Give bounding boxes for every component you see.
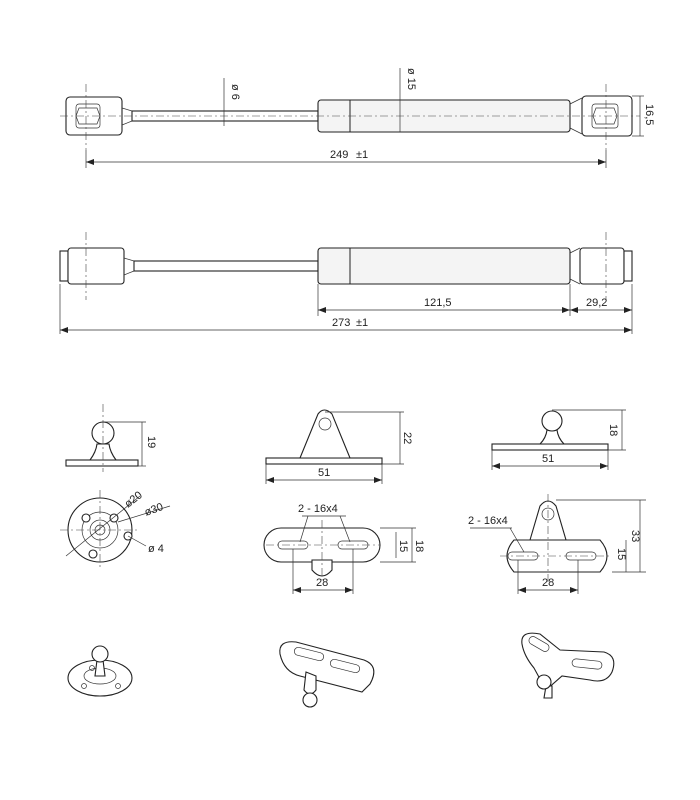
gas-spring-side-view bbox=[59, 232, 633, 300]
ball-stud-top-view: ø20 ø30 ø 4 bbox=[60, 489, 171, 570]
gas-spring-top-view bbox=[60, 84, 640, 150]
lug-width-label: 51 bbox=[318, 467, 330, 479]
top-length-label: 249 bbox=[330, 149, 348, 161]
rod-diameter-label: ø 6 bbox=[229, 84, 241, 100]
lug-base-height-label: 18 bbox=[413, 540, 425, 552]
lug-bracket-side-view: 22 51 bbox=[265, 409, 413, 484]
outer-diameter-label: ø30 bbox=[143, 501, 165, 519]
side-dimensions: 121,5 29,2 273 ±1 bbox=[59, 284, 633, 334]
lug-slots-label: 2 - 16x4 bbox=[298, 503, 338, 515]
tube-diameter-label: ø 15 bbox=[405, 68, 417, 90]
ball-plate-slot-height-label: 15 bbox=[615, 548, 627, 560]
ball-plate-top-view: 2 - 16x4 33 15 28 bbox=[468, 494, 646, 594]
end-height-dimension: 16,5 bbox=[632, 95, 655, 137]
ball-plate-slot-spacing-label: 28 bbox=[542, 577, 554, 589]
end-length-label: 29,2 bbox=[586, 297, 607, 309]
ball-plate-iso-view bbox=[521, 632, 615, 699]
rod-diameter-dimension: ø 6 bbox=[223, 78, 241, 126]
top-length-dimension: 249 ±1 bbox=[85, 149, 607, 168]
top-length-tolerance: ±1 bbox=[356, 149, 368, 161]
ball-stud-side-view: 19 bbox=[65, 404, 157, 472]
lug-bracket-top-view: 2 - 16x4 15 18 28 bbox=[263, 503, 425, 594]
ball-stud-iso-view bbox=[67, 645, 133, 697]
ball-plate-height-label: 18 bbox=[607, 424, 619, 436]
lug-slot-spacing-label: 28 bbox=[316, 577, 328, 589]
tube-length-label: 121,5 bbox=[424, 297, 452, 309]
end-height-label: 16,5 bbox=[643, 104, 655, 125]
ball-plate-slots-label: 2 - 16x4 bbox=[468, 515, 508, 527]
lug-slot-height-label: 15 bbox=[397, 540, 409, 552]
ball-plate-total-height-label: 33 bbox=[629, 530, 641, 542]
tube-diameter-dimension: ø 15 bbox=[399, 68, 417, 132]
lug-bracket-iso-view bbox=[279, 641, 375, 708]
ball-plate-side-view: 18 51 bbox=[491, 409, 626, 470]
side-length-tolerance: ±1 bbox=[356, 317, 368, 329]
hole-diameter-label: ø 4 bbox=[148, 543, 164, 555]
side-length-label: 273 bbox=[332, 317, 350, 329]
lug-height-label: 22 bbox=[401, 432, 413, 444]
ball-plate-width-label: 51 bbox=[542, 453, 554, 465]
ball-stud-height-label: 19 bbox=[145, 436, 157, 448]
